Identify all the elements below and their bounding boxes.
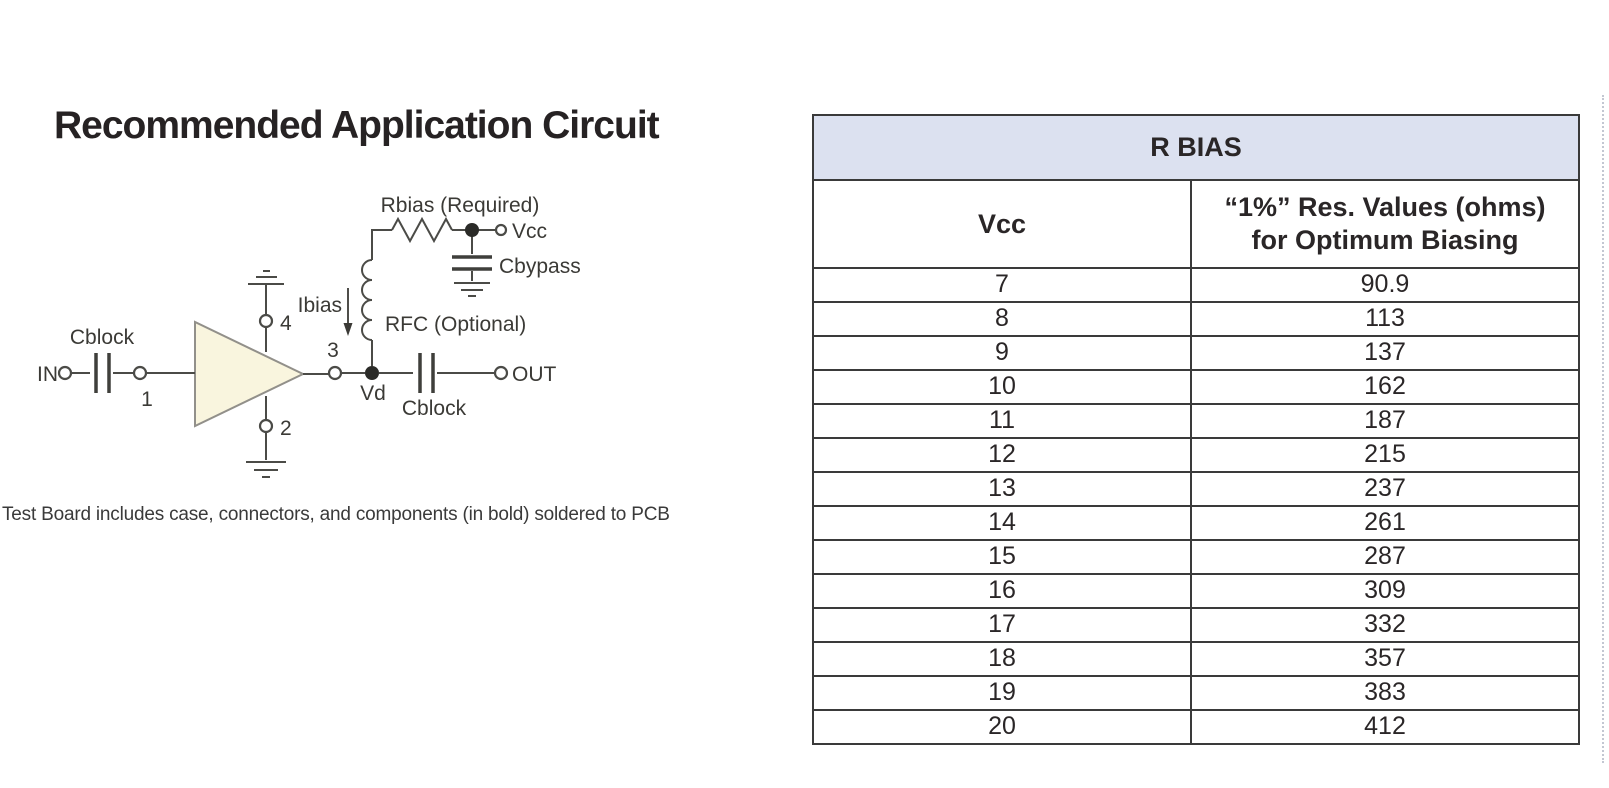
vcc-cell: 15 xyxy=(814,541,1192,573)
page-edge-line xyxy=(1602,95,1604,763)
output-cblock-label: Cblock xyxy=(402,397,467,420)
out-terminal xyxy=(493,365,509,381)
table-row: 9 137 xyxy=(814,335,1578,369)
vcc-cell: 16 xyxy=(814,575,1192,607)
vcc-cell: 12 xyxy=(814,439,1192,471)
rbias-resistor xyxy=(391,216,453,244)
res-cell: 309 xyxy=(1364,576,1406,604)
vcc-terminal xyxy=(494,223,508,237)
bias-junction-dot xyxy=(465,223,479,237)
res-cell: 90.9 xyxy=(1360,270,1410,298)
rbias-table: R BIAS Vcc “1%” Res. Values (ohms) for O… xyxy=(812,114,1580,745)
res-cell: 113 xyxy=(1365,304,1405,332)
pin4-label: 4 xyxy=(280,312,292,335)
table-row: 13 237 xyxy=(814,471,1578,505)
in-terminal xyxy=(57,365,73,381)
rfc-inductor xyxy=(361,259,373,341)
table-row: 14 261 xyxy=(814,505,1578,539)
rfc-label: RFC (Optional) xyxy=(385,313,526,336)
res-cell: 287 xyxy=(1364,542,1406,570)
out-label: OUT xyxy=(512,363,557,386)
vcc-cell: 7 xyxy=(814,269,1192,301)
vcc-cell: 11 xyxy=(814,405,1192,437)
figure-title: Recommended Application Circuit xyxy=(54,104,660,147)
cbypass-label: Cbypass xyxy=(499,255,581,278)
vd-label: Vd xyxy=(360,382,386,405)
input-blocking-capacitor xyxy=(94,353,111,393)
res-values-header-line2: for Optimum Biasing xyxy=(1251,225,1519,255)
vcc-cell: 18 xyxy=(814,643,1192,675)
vd-junction-dot xyxy=(365,366,379,380)
vcc-label: Vcc xyxy=(512,220,547,243)
table-row: 20 412 xyxy=(814,709,1578,743)
pin3-label: 3 xyxy=(327,339,339,362)
vcc-cell: 17 xyxy=(814,609,1192,641)
res-cell: 332 xyxy=(1364,610,1406,638)
res-cell: 383 xyxy=(1364,678,1406,706)
table-row: 15 287 xyxy=(814,539,1578,573)
vcc-cell: 14 xyxy=(814,507,1192,539)
res-values-header-line1: “1%” Res. Values (ohms) xyxy=(1224,192,1546,222)
input-cblock-label: Cblock xyxy=(70,326,135,349)
pin3-node xyxy=(327,365,343,381)
table-row: 19 383 xyxy=(814,675,1578,709)
table-row: 8 113 xyxy=(814,301,1578,335)
table-row: 11 187 xyxy=(814,403,1578,437)
vcc-column-header: Vcc xyxy=(814,181,1192,267)
table-row: 17 332 xyxy=(814,607,1578,641)
table-row: 16 309 xyxy=(814,573,1578,607)
vcc-cell: 8 xyxy=(814,303,1192,335)
res-cell: 357 xyxy=(1364,644,1406,672)
ibias-label: Ibias xyxy=(298,294,342,317)
rbias-table-header-row: Vcc “1%” Res. Values (ohms) for Optimum … xyxy=(814,179,1578,267)
res-cell: 187 xyxy=(1364,406,1406,434)
res-cell: 137 xyxy=(1364,338,1406,366)
application-circuit-schematic: IN Cblock 1 4 2 3 Vd Cblock OUT Vcc Rbia… xyxy=(37,194,581,478)
ground-symbol-bypass xyxy=(454,282,490,297)
res-cell: 412 xyxy=(1364,712,1406,740)
in-label: IN xyxy=(37,363,58,386)
pin2-node xyxy=(258,418,274,434)
rbias-table-title: R BIAS xyxy=(814,116,1578,179)
amplifier-triangle xyxy=(194,320,306,428)
table-row: 10 162 xyxy=(814,369,1578,403)
vcc-cell: 10 xyxy=(814,371,1192,403)
pin4-node xyxy=(258,313,274,329)
pin1-node xyxy=(132,365,148,381)
vcc-cell: 13 xyxy=(814,473,1192,505)
pin2-label: 2 xyxy=(280,417,292,440)
bypass-capacitor xyxy=(452,255,492,271)
table-row: 18 357 xyxy=(814,641,1578,675)
ground-symbol-top xyxy=(248,270,284,285)
ibias-arrow xyxy=(343,288,353,336)
table-row: 12 215 xyxy=(814,437,1578,471)
figure-caption: Test Board includes case, connectors, an… xyxy=(2,504,670,525)
output-blocking-capacitor xyxy=(418,353,435,393)
vcc-cell: 9 xyxy=(814,337,1192,369)
vcc-cell: 19 xyxy=(814,677,1192,709)
rbias-label: Rbias (Required) xyxy=(381,194,540,217)
pin1-label: 1 xyxy=(141,388,153,411)
res-values-column-header: “1%” Res. Values (ohms) for Optimum Bias… xyxy=(1192,181,1578,267)
res-cell: 215 xyxy=(1364,440,1406,468)
ground-symbol-bottom xyxy=(246,461,286,478)
res-cell: 261 xyxy=(1364,508,1406,536)
res-cell: 237 xyxy=(1364,474,1406,502)
vcc-cell: 20 xyxy=(814,711,1192,743)
res-cell: 162 xyxy=(1364,372,1406,400)
